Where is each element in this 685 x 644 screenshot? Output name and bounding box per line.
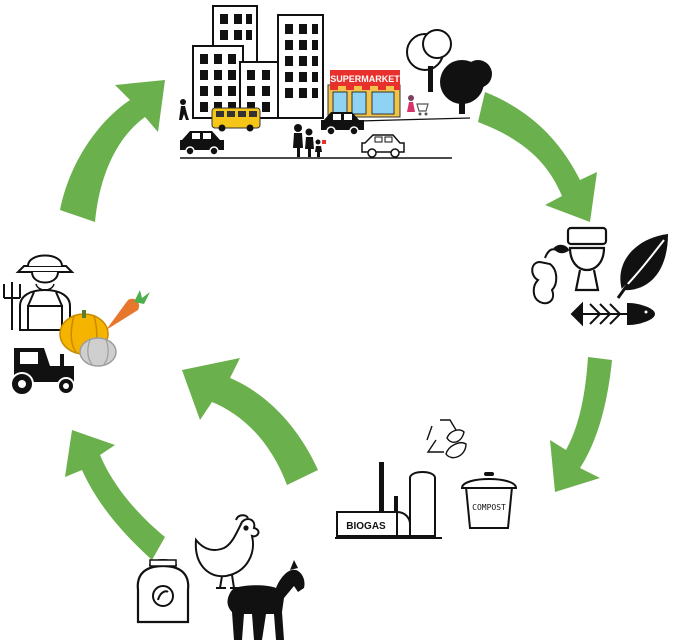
cycle-arrow-right: [550, 357, 612, 492]
feed-sack-icon: [136, 559, 190, 624]
pumpkin-icon: [59, 310, 117, 367]
pitchfork-icon: [3, 282, 21, 330]
compost-bin-icon: COMPOST: [460, 472, 518, 529]
cycle-arrow-bottom-left: [65, 430, 165, 560]
recycle-icon: [426, 419, 467, 459]
biogas-label: BIOGAS: [346, 521, 386, 532]
waste-group: [531, 226, 668, 327]
carrot-icon: [106, 290, 150, 330]
cycle-arrow-center: [182, 358, 318, 485]
compost-label: COMPOST: [472, 503, 506, 512]
supermarket-label: SUPERMARKET: [330, 74, 400, 84]
cycle-arrow-top-right: [478, 92, 597, 222]
walking-person-icon: [179, 99, 189, 120]
car-icon: [180, 131, 224, 156]
car-icon: [361, 134, 405, 158]
shopper-icon: [407, 95, 429, 116]
apple-core-icon: [531, 244, 570, 305]
toilet-icon: [566, 226, 608, 292]
leaf-icon: [616, 234, 668, 299]
horse-icon: [227, 560, 305, 640]
supermarket-icon: SUPERMARKET: [327, 70, 401, 118]
farmer-icon: [15, 254, 75, 331]
chicken-icon: [194, 514, 260, 589]
fish-bone-icon: [570, 301, 656, 327]
cycle-arrow-top-left: [60, 80, 165, 222]
bus-icon: [211, 107, 261, 132]
tractor-icon: [10, 348, 75, 396]
family-icon: [293, 124, 326, 157]
biogas-plant-icon: BIOGAS: [335, 462, 442, 539]
city-scene: SUPERMARKET: [179, 5, 492, 159]
tree-icon: [406, 29, 492, 114]
